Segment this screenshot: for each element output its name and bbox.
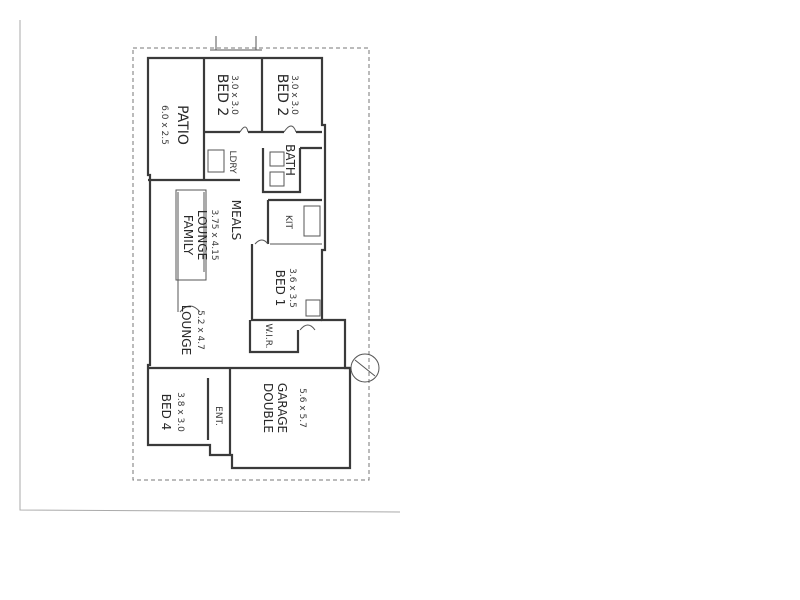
garage-label-2: GARAGE (275, 383, 289, 433)
front-porch (210, 36, 262, 51)
patio-size: 6.0 x 2.5 (159, 105, 169, 145)
bed2-left-size: 3.0 x 3.0 (229, 75, 239, 115)
bed1-size: 3.6 x 3.5 (287, 268, 297, 308)
lounge-size: 5.2 x 4.7 (195, 310, 205, 350)
wir-label: W.I.R. (263, 323, 273, 348)
bath-label: BATH (283, 144, 297, 176)
outer-walls (146, 56, 352, 470)
bed4-size: 3.8 x 3.0 (175, 392, 185, 432)
bed2-left-label: BED 2 (214, 74, 230, 117)
bed2-right-label: BED 2 (274, 74, 290, 117)
page-border (19, 20, 401, 513)
meals-label: MEALS (229, 200, 243, 240)
lounge-label: LOUNGE (179, 305, 193, 355)
garage-size: 5.6 x 5.7 (297, 388, 307, 428)
garage-label: DOUBLE (261, 383, 275, 433)
family-size: 3.75 x 4.15 (209, 209, 219, 260)
tank-mark (354, 359, 376, 377)
family-label: FAMILY (181, 215, 195, 256)
bed4-label: BED 4 (159, 394, 173, 431)
door-swings (179, 125, 316, 331)
bed1-label: BED 1 (273, 270, 287, 307)
entry-label: ENT. (213, 406, 223, 426)
patio-label: PATIO (174, 105, 190, 145)
interior-walls (148, 58, 350, 455)
family-label-2: LOUNGE (195, 210, 209, 260)
water-tank-icon (350, 353, 380, 383)
bed2-right-size: 3.0 x 3.0 (289, 75, 299, 115)
kitchen-label: KIT (283, 215, 293, 230)
boundary-line (132, 47, 370, 481)
laundry-label: LDRY (227, 150, 237, 174)
fixtures (207, 149, 321, 317)
